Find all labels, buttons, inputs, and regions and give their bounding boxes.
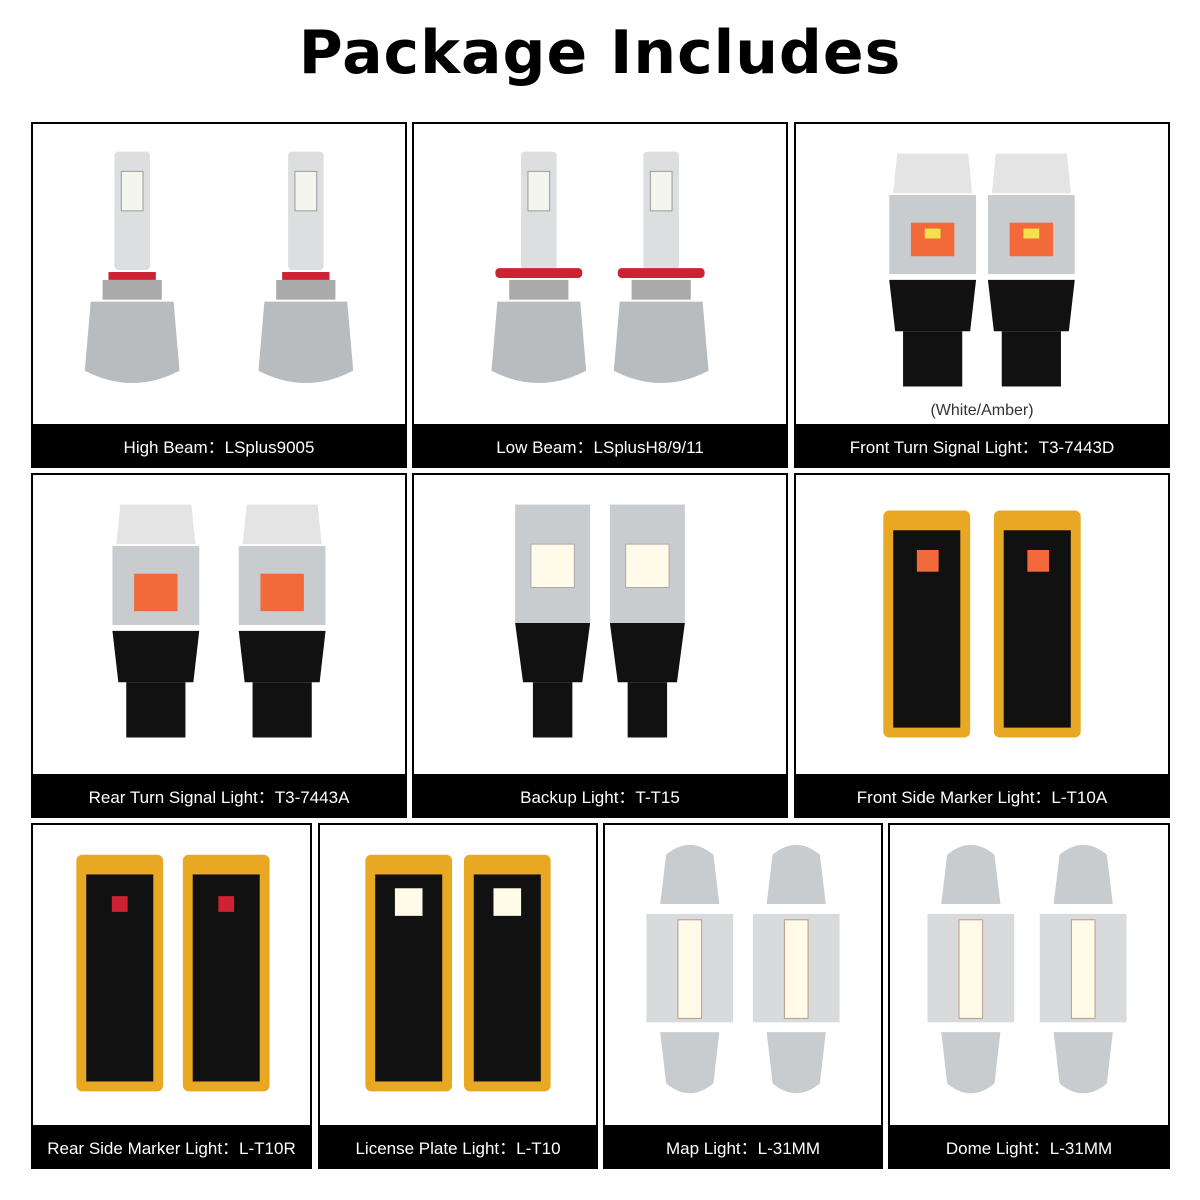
item-label: High Beam：LSplus9005 bbox=[33, 424, 405, 466]
item-front-turn-signal: (White/Amber) Front Turn Signal Light：T3… bbox=[794, 122, 1170, 468]
item-label: License Plate Light：L-T10 bbox=[320, 1125, 596, 1167]
item-front-side-marker: Front Side Marker Light：L-T10A bbox=[794, 473, 1170, 818]
item-dome-light: Dome Light：L-31MM bbox=[888, 823, 1170, 1169]
item-label: Front Side Marker Light：L-T10A bbox=[796, 774, 1168, 816]
page-title: Package Includes bbox=[298, 18, 902, 88]
pcb-bulb-icon bbox=[320, 825, 596, 1125]
item-rear-turn-signal: Rear Turn Signal Light：T3-7443A bbox=[31, 473, 407, 818]
wedge-bulb-icon bbox=[796, 124, 1168, 424]
headlight-bulb-icon bbox=[33, 124, 405, 424]
item-high-beam: High Beam：LSplus9005 bbox=[31, 122, 407, 468]
wedge-bulb-icon bbox=[414, 475, 786, 774]
pcb-bulb-icon bbox=[796, 475, 1168, 774]
item-license-plate: License Plate Light：L-T10 bbox=[318, 823, 598, 1169]
item-label: Rear Side Marker Light：L-T10R bbox=[33, 1125, 310, 1167]
item-low-beam: Low Beam：LSplusH8/9/11 bbox=[412, 122, 788, 468]
item-label: Rear Turn Signal Light：T3-7443A bbox=[33, 774, 405, 816]
headlight-bulb-icon bbox=[414, 124, 786, 424]
item-label: Map Light：L-31MM bbox=[605, 1125, 881, 1167]
item-map-light: Map Light：L-31MM bbox=[603, 823, 883, 1169]
item-backup-light: Backup Light：T-T15 bbox=[412, 473, 788, 818]
wedge-bulb-icon bbox=[33, 475, 405, 774]
item-label: Backup Light：T-T15 bbox=[414, 774, 786, 816]
item-rear-side-marker: Rear Side Marker Light：L-T10R bbox=[31, 823, 312, 1169]
variant-note: (White/Amber) bbox=[930, 402, 1034, 419]
festoon-bulb-icon bbox=[605, 825, 881, 1125]
festoon-bulb-icon bbox=[890, 825, 1168, 1125]
pcb-bulb-icon bbox=[33, 825, 310, 1125]
item-label: Dome Light：L-31MM bbox=[890, 1125, 1168, 1167]
item-label: Low Beam：LSplusH8/9/11 bbox=[414, 424, 786, 466]
item-label: Front Turn Signal Light：T3-7443D bbox=[796, 424, 1168, 466]
